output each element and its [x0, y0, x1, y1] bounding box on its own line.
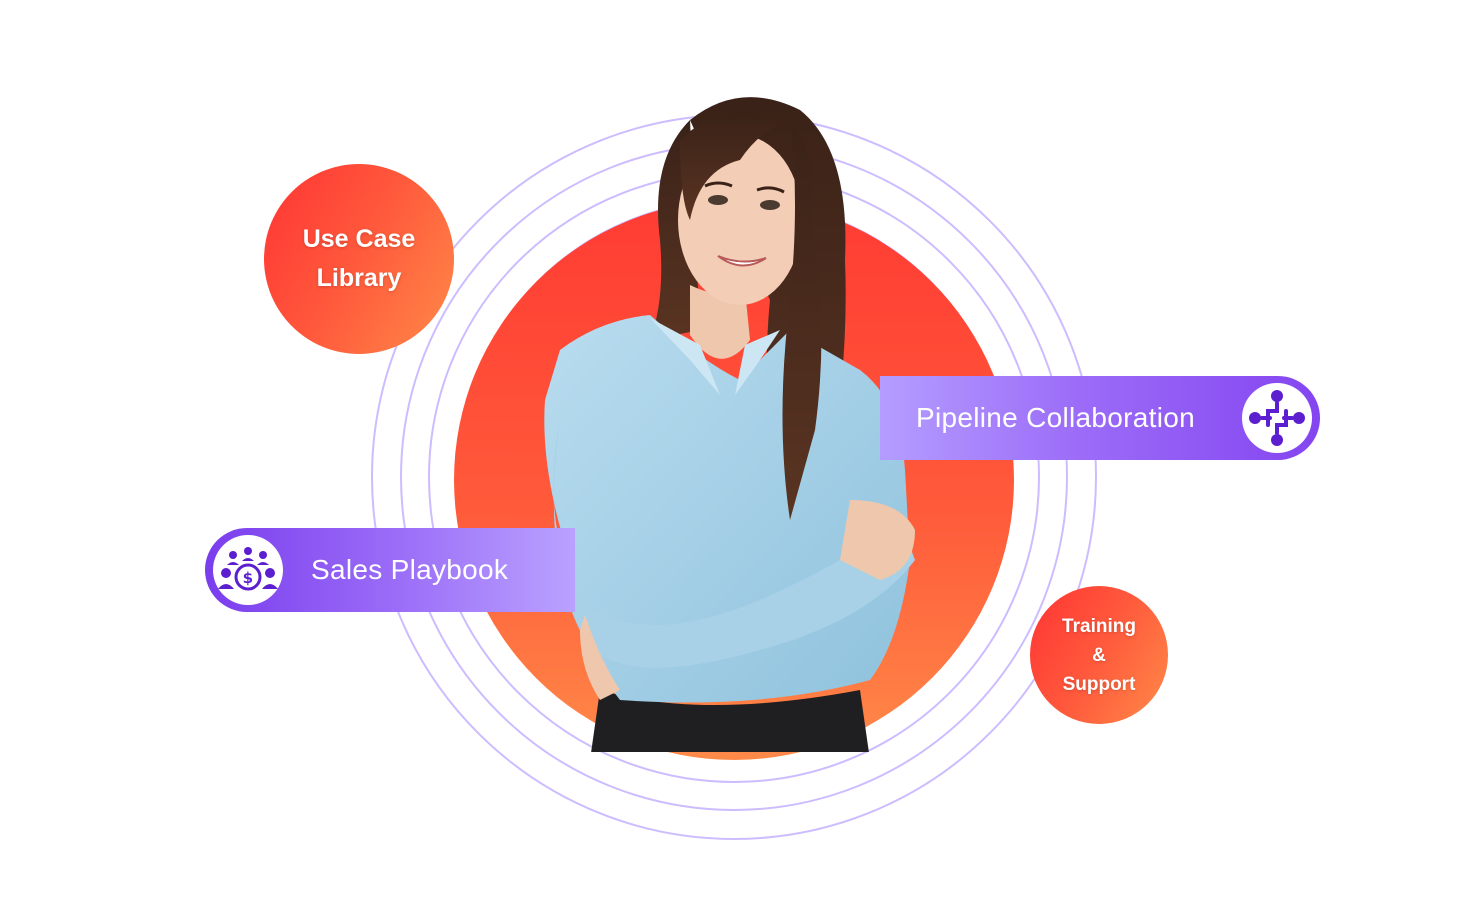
- pipeline-collaboration-label: Pipeline Collaboration: [916, 402, 1195, 433]
- svg-text:$: $: [243, 569, 254, 587]
- use-case-library-badge: Use Case Library: [264, 164, 454, 354]
- collaboration-icon: [1242, 383, 1312, 453]
- team-money-icon: $: [213, 535, 283, 605]
- training-label-line3: Support: [1062, 673, 1136, 695]
- training-label-line2: &: [1092, 644, 1106, 666]
- use-case-label-line2: Library: [316, 264, 402, 292]
- sales-playbook-label: Sales Playbook: [311, 554, 509, 585]
- pipeline-collaboration-pill: Pipeline Collaboration: [880, 376, 1320, 460]
- sales-playbook-pill: $ Sales Playbook: [205, 528, 575, 612]
- training-support-badge: Training & Support: [1030, 586, 1168, 724]
- use-case-label-line1: Use Case: [302, 225, 416, 253]
- training-label-line1: Training: [1062, 615, 1136, 637]
